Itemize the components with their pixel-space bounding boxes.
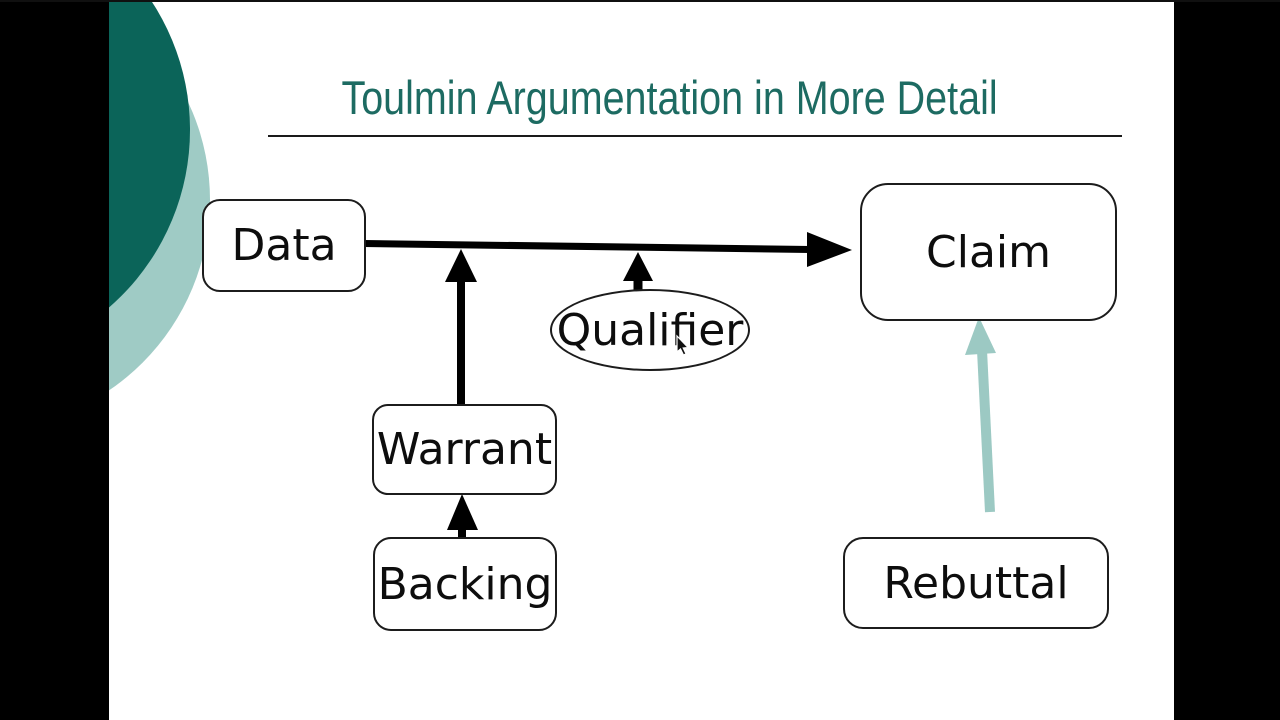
corner-decoration [109, 0, 1174, 720]
node-backing: Backing [373, 537, 557, 631]
letterbox-left [0, 0, 109, 720]
node-qualifier: Qualifier [550, 289, 750, 371]
node-rebuttal-label: Rebuttal [883, 557, 1069, 609]
node-claim: Claim [860, 183, 1117, 321]
letterbox-right [1174, 0, 1280, 720]
node-data: Data [202, 199, 366, 292]
node-backing-label: Backing [377, 558, 553, 610]
node-qualifier-label: Qualifier [556, 304, 744, 356]
slide-title-text: Toulmin Argumentation in More Detail [341, 71, 999, 124]
top-edge-line [0, 0, 1280, 2]
title-underline [268, 135, 1122, 137]
node-rebuttal: Rebuttal [843, 537, 1109, 629]
node-warrant-label: Warrant [376, 424, 553, 475]
node-claim-label: Claim [926, 226, 1051, 278]
slide-title: Toulmin Argumentation in More Detail [240, 68, 1100, 128]
node-data-label: Data [231, 220, 337, 271]
node-warrant: Warrant [372, 404, 557, 495]
